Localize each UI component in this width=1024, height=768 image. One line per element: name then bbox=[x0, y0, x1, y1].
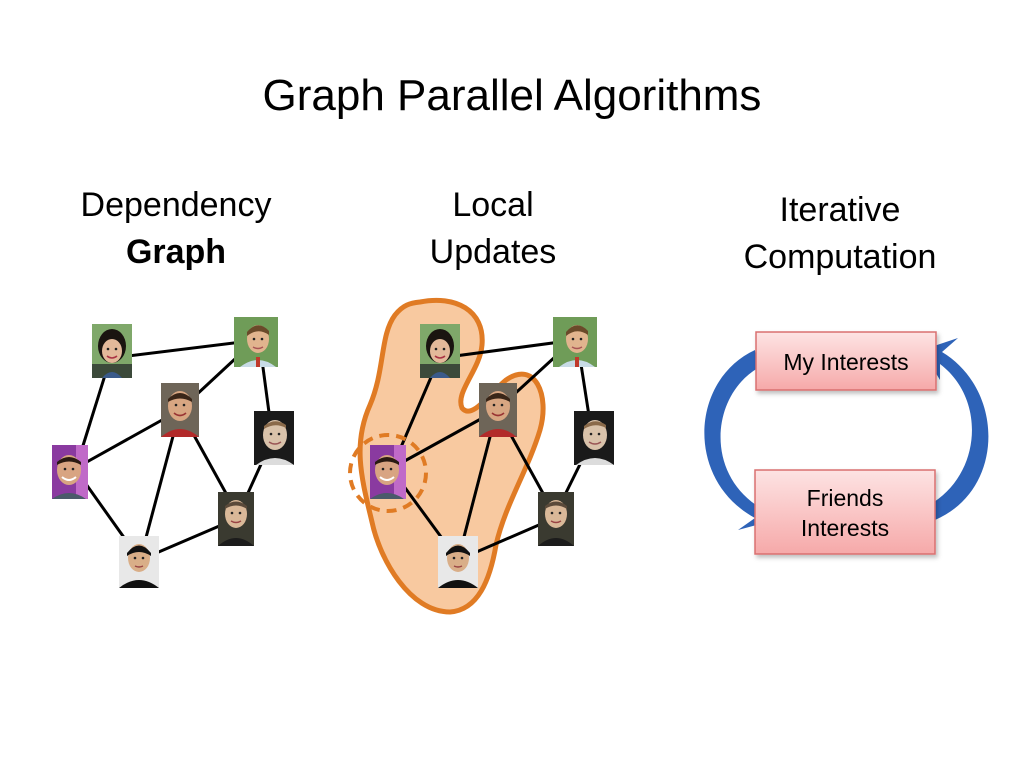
heading-line: Computation bbox=[743, 238, 937, 276]
friends-interests-box bbox=[754, 469, 936, 555]
person-photo-icon bbox=[479, 383, 517, 437]
slide-title: Graph Parallel Algorithms bbox=[262, 71, 762, 120]
person-photo-icon bbox=[370, 445, 406, 499]
person-photo-icon bbox=[234, 317, 278, 367]
person-photo-icon bbox=[538, 492, 574, 546]
my-interests-label: My Interests bbox=[783, 349, 908, 375]
heading-line-bold: Graph bbox=[125, 233, 227, 271]
heading-local-updates: Local Updates bbox=[370, 182, 616, 276]
graph-edge bbox=[111, 338, 259, 360]
cycle-arrow-left bbox=[704, 350, 775, 530]
person-photo-icon bbox=[254, 411, 294, 465]
person-photo-icon bbox=[52, 445, 88, 499]
graph-edge bbox=[439, 338, 576, 360]
person-photo-icon bbox=[218, 492, 254, 546]
person-photo-icon bbox=[161, 383, 199, 437]
heading-line: Iterative bbox=[779, 191, 901, 229]
cycle-arrow-right bbox=[922, 338, 989, 520]
person-photo-icon bbox=[119, 536, 159, 588]
heading-iterative-computation: Iterative Computation bbox=[700, 187, 980, 281]
heading-dependency-graph: Dependency Graph bbox=[40, 182, 312, 276]
dependency-graph bbox=[52, 317, 294, 588]
iterative-cycle: My Interests Friends Interests bbox=[704, 331, 989, 555]
person-photo-icon bbox=[438, 536, 478, 588]
friends-interests-label-line2: Interests bbox=[801, 515, 889, 541]
heading-line: Local bbox=[452, 186, 534, 224]
local-updates-graph bbox=[348, 297, 614, 615]
person-photo-icon bbox=[574, 411, 614, 465]
heading-line: Updates bbox=[429, 233, 557, 271]
person-photo-icon bbox=[92, 324, 132, 378]
person-photo-icon bbox=[420, 324, 460, 378]
heading-line: Dependency bbox=[80, 186, 272, 224]
my-interests-box bbox=[755, 331, 937, 391]
friends-interests-label-line1: Friends bbox=[807, 485, 884, 511]
person-photo-icon bbox=[553, 317, 597, 367]
focus-vertex-circle bbox=[348, 433, 428, 513]
